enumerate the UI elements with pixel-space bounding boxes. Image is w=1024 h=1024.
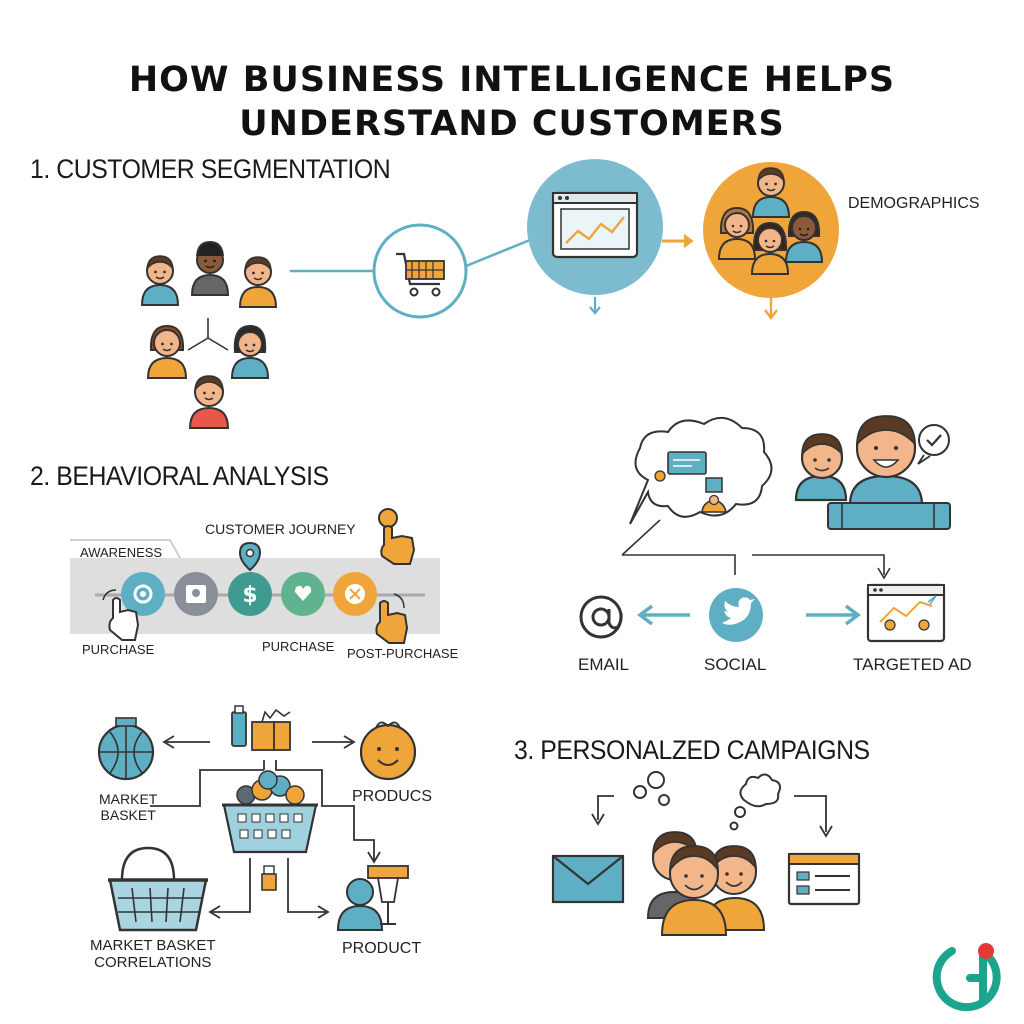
smiley-product-icon bbox=[359, 721, 417, 781]
journey-step-post-purchase bbox=[333, 572, 377, 616]
title-line-2: UNDERSTAND CUSTOMERS bbox=[239, 104, 785, 144]
post-purchase-label: POST-PURCHASE bbox=[347, 646, 459, 661]
segment-person-1 bbox=[141, 255, 179, 306]
journey-step-loyalty bbox=[281, 572, 325, 616]
market-basket-correlations-label: MARKET BASKET CORRELATIONS bbox=[90, 937, 216, 971]
shopping-cart-icon bbox=[372, 223, 468, 319]
envelope-icon bbox=[551, 854, 625, 904]
segment-person-2 bbox=[190, 240, 230, 296]
line-chart-icon bbox=[527, 159, 663, 295]
section-2-heading: 2. BEHAVIORAL ANALYSIS bbox=[30, 461, 329, 491]
awareness-label: AWARENESS bbox=[80, 545, 163, 560]
svg-text:$: $ bbox=[242, 583, 257, 608]
demographics-label: DEMOGRAPHICS bbox=[848, 195, 980, 212]
products-label: PRODUCS bbox=[352, 788, 433, 805]
demographics-group-icon bbox=[703, 162, 839, 298]
basket-icon bbox=[222, 770, 318, 854]
social-bird-icon bbox=[709, 588, 763, 642]
page-title: HOW BUSINESS INTELLIGENCE HELPS UNDERSTA… bbox=[0, 58, 1024, 146]
segment-person-6 bbox=[188, 375, 230, 429]
bottle-icon bbox=[261, 865, 277, 891]
targeted-ad-label: TARGETED AD bbox=[853, 655, 972, 674]
products-icon bbox=[231, 705, 291, 751]
segment-person-4 bbox=[146, 324, 188, 379]
thought-bubbles-icon bbox=[633, 771, 781, 831]
purchase-left-label: PURCHASE bbox=[82, 642, 155, 657]
document-icon bbox=[787, 852, 861, 906]
journey-step-awareness bbox=[121, 572, 165, 616]
market-basket-correlations-icon bbox=[108, 846, 208, 932]
section-3-heading: 3. PERSONALZED CAMPAIGNS bbox=[514, 735, 870, 765]
social-label: SOCIAL bbox=[704, 655, 767, 674]
pointing-hand-icon-top bbox=[378, 508, 416, 565]
globe-basket-icon bbox=[97, 717, 155, 781]
pointing-hand-icon-left bbox=[102, 589, 140, 641]
map-pin-icon bbox=[238, 541, 262, 572]
email-icon bbox=[579, 595, 623, 639]
email-label: EMAIL bbox=[578, 655, 630, 674]
product-label: PRODUCT bbox=[342, 940, 422, 957]
customer-journey-label: CUSTOMER JOURNEY bbox=[205, 521, 356, 537]
segment-person-5 bbox=[230, 324, 270, 379]
purchase-mid-label: PURCHASE bbox=[262, 639, 335, 654]
section-1-heading: 1. CUSTOMER SEGMENTATION bbox=[30, 154, 391, 184]
campaign-audience-icon bbox=[646, 831, 766, 936]
title-line-1: HOW BUSINESS INTELLIGENCE HELPS bbox=[128, 60, 896, 100]
targeted-ad-icon bbox=[866, 583, 946, 643]
customer-pair-icon bbox=[794, 415, 951, 530]
segment-person-3 bbox=[238, 256, 278, 308]
logo-icon bbox=[932, 943, 1001, 1012]
journey-step-consideration bbox=[174, 572, 218, 616]
thought-cloud-icon bbox=[629, 417, 773, 525]
product-person-icon bbox=[336, 865, 409, 931]
market-basket-label: MARKET BASKET bbox=[99, 791, 158, 823]
journey-step-purchase: $ bbox=[228, 572, 272, 616]
pointing-hand-icon-right bbox=[375, 593, 409, 644]
